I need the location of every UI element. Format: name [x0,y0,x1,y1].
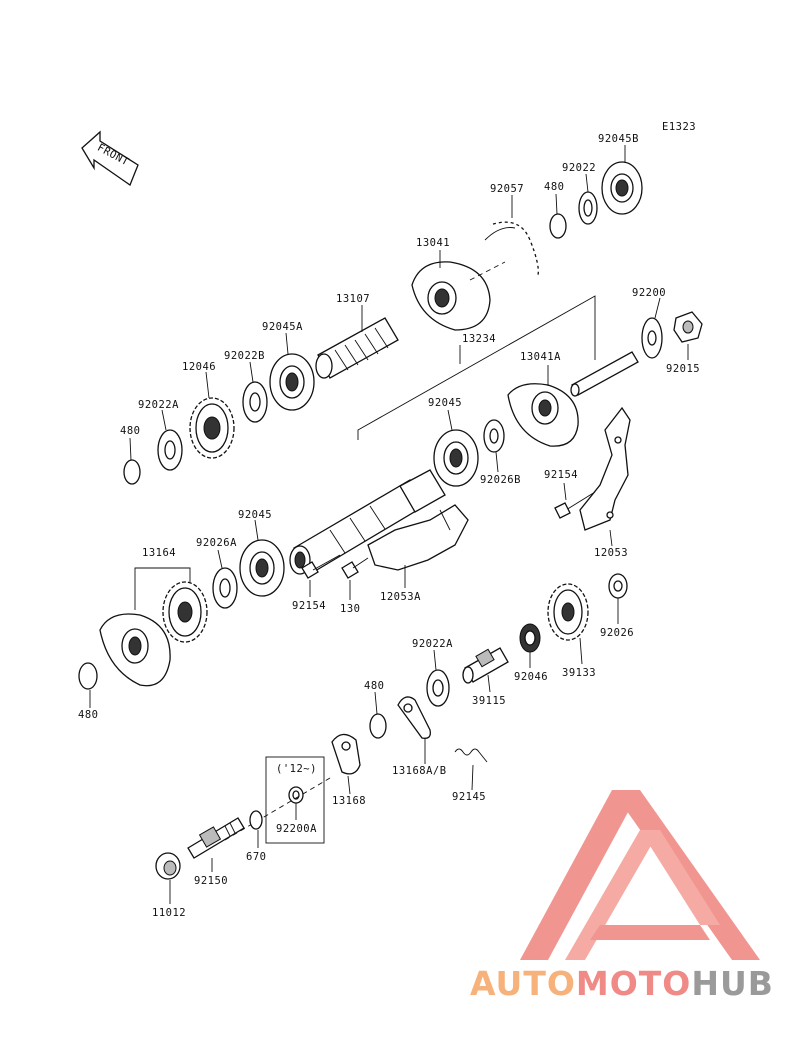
bearing-92045-mid-icon [433,429,479,487]
label-92150: 92150 [194,875,228,887]
label-92145: 92145 [452,791,486,803]
washer-92022A-left-icon [157,429,183,471]
label-92045B: 92045B [598,133,639,145]
circlip-480-top-icon [549,213,567,239]
shaft-13107-icon [315,317,399,379]
label-92154-right: 92154 [544,469,578,481]
washer-92022B-icon [242,381,268,423]
cam-13164-icon [99,613,171,687]
label-92022B: 92022B [224,350,265,362]
label-92022A-low: 92022A [412,638,453,650]
watermark-logo-icon [520,790,760,960]
washer-92200-icon [641,317,663,359]
lever-13168AB-icon [397,696,431,739]
watermark-hub: HUB [691,964,774,1003]
label-92200: 92200 [632,287,666,299]
bearing-92045-low-icon [239,539,285,597]
label-92015: 92015 [666,363,700,375]
label-39133: 39133 [562,667,596,679]
label-480-top: 480 [544,181,564,193]
label-670: 670 [246,851,266,863]
lever-13168-icon [331,733,361,775]
label-92057: 92057 [490,183,524,195]
label-92200A: 92200A [276,823,317,835]
cap-11012-icon [155,852,181,880]
label-92026: 92026 [600,627,634,639]
guide-12053A-icon [367,504,469,571]
label-92154-low: 92154 [292,600,326,612]
label-92022A-left: 92022A [138,399,179,411]
label-13164: 13164 [142,547,176,559]
inset-note: ('12~) [276,763,317,775]
label-13041A: 13041A [520,351,561,363]
spring-92145-icon [454,748,488,763]
shaft-92150-icon [187,817,245,859]
label-92045A: 92045A [262,321,303,333]
washer-92200A-icon [288,786,304,804]
label-92026B: 92026B [480,474,521,486]
label-480-left: 480 [120,425,140,437]
washer-92026A-icon [212,567,238,609]
bearing-92045A-icon [269,353,315,411]
pin-13234-icon [570,351,639,397]
diagram-code: E1323 [662,121,696,133]
plate-12053-icon [579,406,631,531]
watermark-brand: AUTOMOTOHUB [470,964,774,1003]
label-13041: 13041 [416,237,450,249]
label-11012: 11012 [152,907,186,919]
chain-92057-icon [484,220,540,276]
bolt-130-icon [341,557,369,579]
circlip-480-left-icon [123,459,141,485]
washer-92022A-low-icon [426,669,450,707]
label-92022-top: 92022 [562,162,596,174]
bolt-92154-low-icon [301,554,341,579]
sprocket-13164-icon [162,581,208,643]
cam-13041-icon [411,261,491,331]
oring-670-icon [249,810,263,830]
label-12046: 12046 [182,361,216,373]
washer-92022-icon [578,191,598,225]
label-92045-mid: 92045 [428,397,462,409]
label-130: 130 [340,603,360,615]
circlip-480-low-icon [369,713,387,739]
shaft-39115-icon [462,647,509,684]
needle-bearing-92046-icon [519,623,541,653]
sprocket-39133-icon [547,583,589,641]
label-13234: 13234 [462,333,496,345]
front-arrow-icon: FRONT [81,130,139,186]
label-13168AB: 13168A/B [392,765,447,777]
nut-92015-icon [673,311,703,343]
label-92026A: 92026A [196,537,237,549]
washer-92026B-icon [483,419,505,453]
sprocket-12046-icon [189,397,235,459]
watermark-auto: AUTO [470,964,576,1003]
bearing-92045B-icon [601,161,643,215]
label-12053A: 12053A [380,591,421,603]
inset-frame [265,756,325,844]
washer-92026-icon [608,573,628,599]
label-480-low: 480 [364,680,384,692]
label-92045-low: 92045 [238,509,272,521]
watermark-moto: MOTO [576,964,691,1003]
label-480-bottomleft: 480 [78,709,98,721]
label-13107: 13107 [336,293,370,305]
cam-13041A-icon [507,383,579,447]
circlip-480-bottomleft-icon [78,662,98,690]
bolt-92154-right-icon [554,491,596,519]
label-13168: 13168 [332,795,366,807]
label-12053: 12053 [594,547,628,559]
label-39115: 39115 [472,695,506,707]
label-92046: 92046 [514,671,548,683]
